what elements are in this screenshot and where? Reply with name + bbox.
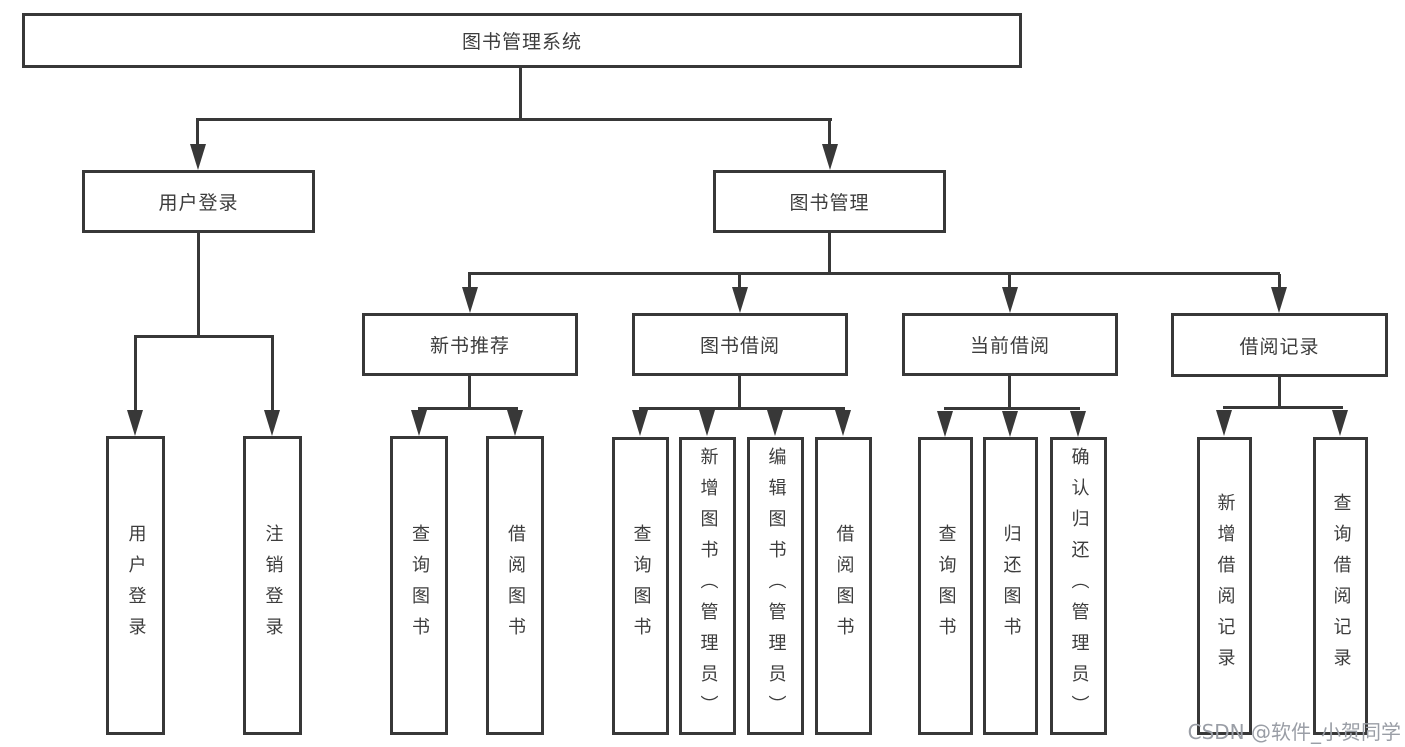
leaf-borrowing-edit-books-admin: 编辑图书（管理员）	[747, 437, 804, 735]
node-library-system: 图书管理系统	[22, 13, 1022, 68]
connector-root-to-user-login	[196, 120, 199, 146]
node-book-borrowing-label: 图书借阅	[699, 335, 780, 357]
leaf-borrowing-add-books-admin-label: 新增图书（管理员）	[697, 446, 719, 726]
arrow-down-icon	[190, 144, 206, 170]
connector-to-current-borrowing	[1008, 274, 1011, 290]
connector-to-book-borrowing	[738, 274, 741, 290]
connector-borrowing-records-stem	[1278, 377, 1281, 408]
leaf-recommend-borrow-books: 借阅图书	[486, 436, 544, 735]
leaf-borrowing-query-books: 查询图书	[612, 437, 669, 735]
arrow-down-icon	[507, 410, 523, 436]
connector-current-borrowing-stem	[1008, 376, 1011, 409]
arrow-down-icon	[264, 410, 280, 436]
connector-book-borrowing-stem	[738, 376, 741, 409]
leaf-current-query-books-label: 查询图书	[935, 524, 957, 648]
leaf-borrowing-borrow-books-label: 借阅图书	[833, 524, 855, 648]
connector-book-borrowing-rail	[639, 407, 845, 410]
arrow-down-icon	[127, 410, 143, 436]
arrow-down-icon	[1216, 410, 1232, 436]
arrow-down-icon	[1271, 287, 1287, 313]
connector-root-rail	[196, 118, 832, 121]
node-current-borrowing: 当前借阅	[902, 313, 1118, 376]
leaf-borrowing-edit-books-admin-label: 编辑图书（管理员）	[765, 446, 787, 726]
connector-book-management-rail	[468, 272, 1280, 275]
connector-new-book-recommend-stem	[468, 376, 471, 409]
arrow-down-icon	[937, 411, 953, 437]
arrow-down-icon	[632, 410, 648, 436]
leaf-current-confirm-return-admin: 确认归还（管理员）	[1050, 437, 1107, 735]
connector-current-borrowing-rail	[944, 407, 1080, 410]
node-borrowing-records: 借阅记录	[1171, 313, 1388, 377]
leaf-recommend-query-books-label: 查询图书	[409, 523, 430, 648]
node-borrowing-records-label: 借阅记录	[1239, 335, 1320, 358]
leaf-borrowing-borrow-books: 借阅图书	[815, 437, 872, 735]
node-user-login: 用户登录	[82, 170, 315, 233]
connector-borrowing-records-rail	[1223, 406, 1343, 409]
leaf-logout: 注销登录	[243, 436, 302, 735]
leaf-current-confirm-return-admin-label: 确认归还（管理员）	[1068, 446, 1090, 726]
connector-to-new-book-recommend	[468, 274, 471, 290]
leaf-recommend-borrow-books-label: 借阅图书	[505, 523, 526, 648]
leaf-logout-label: 注销登录	[262, 523, 284, 648]
leaf-user-login-label: 用户登录	[125, 523, 147, 648]
arrow-down-icon	[767, 410, 783, 436]
arrow-down-icon	[411, 410, 427, 436]
connector-to-leaf-user-login	[134, 337, 137, 412]
arrow-down-icon	[1002, 411, 1018, 437]
leaf-current-return-books-label: 归还图书	[1000, 524, 1022, 648]
connector-root-stem	[519, 68, 522, 120]
arrow-down-icon	[462, 287, 478, 313]
node-book-management-label: 图书管理	[789, 192, 870, 214]
leaf-borrowing-query-books-label: 查询图书	[630, 524, 652, 648]
connector-to-borrowing-records	[1278, 274, 1281, 290]
connector-user-login-rail	[134, 335, 274, 338]
arrow-down-icon	[1002, 287, 1018, 313]
node-book-borrowing: 图书借阅	[632, 313, 848, 376]
leaf-current-query-books: 查询图书	[918, 437, 973, 735]
node-book-management: 图书管理	[713, 170, 946, 233]
leaf-recommend-query-books: 查询图书	[390, 436, 448, 735]
leaf-borrowing-add-books-admin: 新增图书（管理员）	[679, 437, 736, 735]
node-user-login-label: 用户登录	[158, 192, 239, 214]
node-new-book-recommend-label: 新书推荐	[429, 335, 510, 357]
arrow-down-icon	[699, 410, 715, 436]
connector-user-login-stem	[197, 233, 200, 337]
connector-to-leaf-logout	[271, 337, 274, 412]
node-library-system-label: 图书管理系统	[461, 31, 582, 53]
leaf-records-query-record-label: 查询借阅记录	[1330, 493, 1352, 679]
connector-book-management-stem	[828, 233, 831, 274]
leaf-records-add-record-label: 新增借阅记录	[1214, 493, 1236, 679]
node-current-borrowing-label: 当前借阅	[969, 335, 1050, 357]
arrow-down-icon	[1070, 411, 1086, 437]
node-new-book-recommend: 新书推荐	[362, 313, 578, 376]
arrow-down-icon	[822, 144, 838, 170]
arrow-down-icon	[732, 287, 748, 313]
connector-root-to-book-management	[828, 120, 831, 146]
arrow-down-icon	[835, 410, 851, 436]
csdn-watermark: CSDN @软件_小贺同学	[1187, 720, 1401, 744]
connector-new-book-recommend-rail	[418, 407, 518, 410]
leaf-user-login: 用户登录	[106, 436, 165, 735]
arrow-down-icon	[1332, 410, 1348, 436]
leaf-records-query-record: 查询借阅记录	[1313, 437, 1368, 735]
leaf-records-add-record: 新增借阅记录	[1197, 437, 1252, 735]
leaf-current-return-books: 归还图书	[983, 437, 1038, 735]
